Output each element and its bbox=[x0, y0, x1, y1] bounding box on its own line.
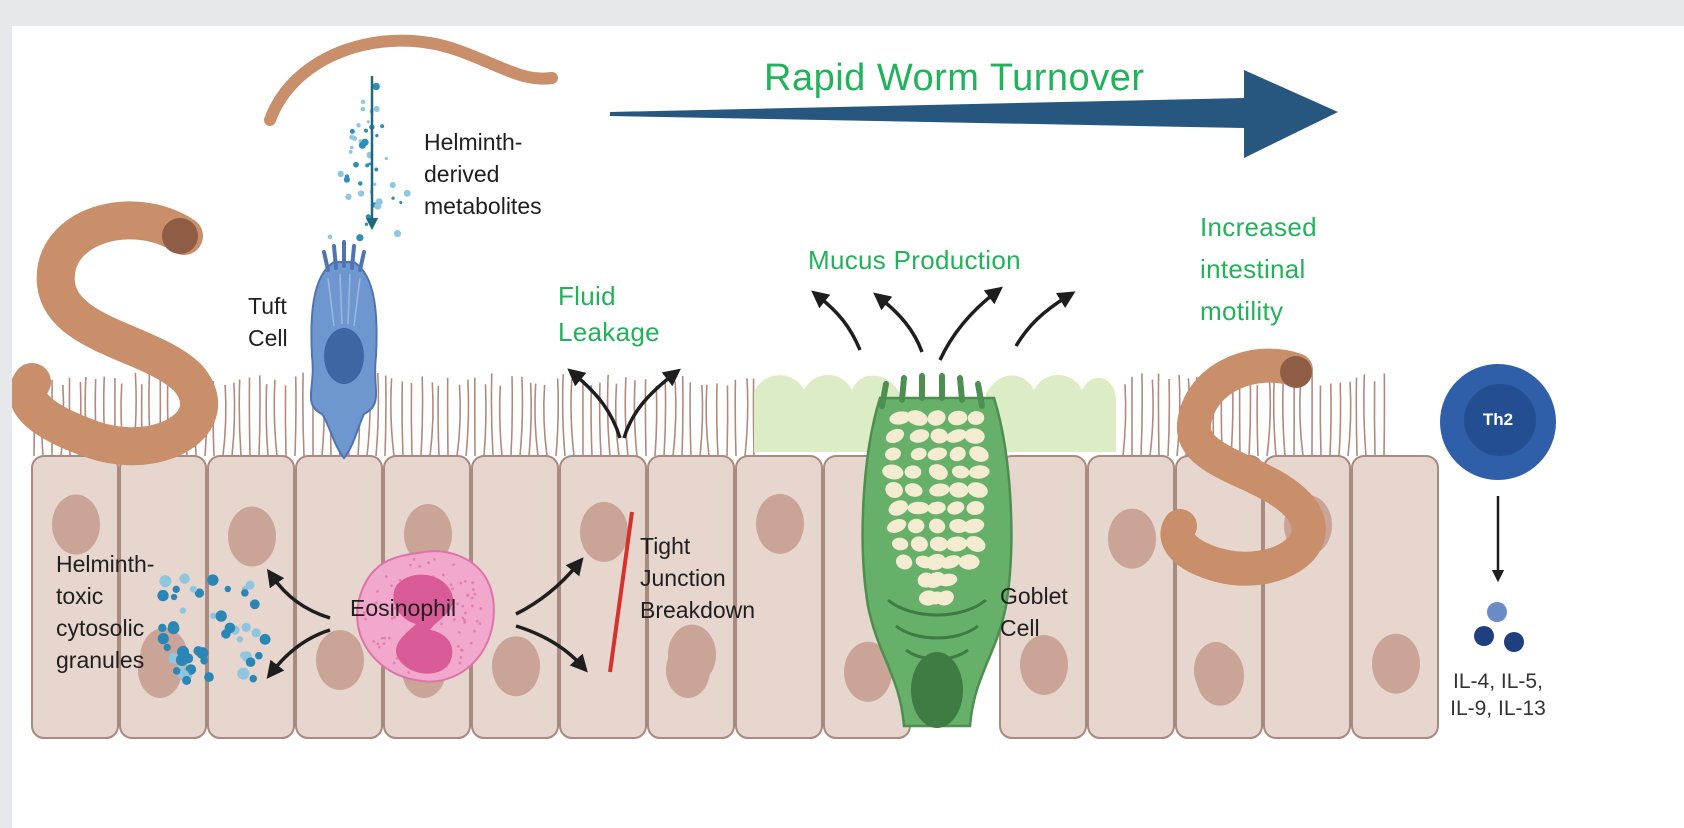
label-mucus-production: Mucus Production bbox=[808, 242, 1021, 278]
label-goblet-cell: Goblet Cell bbox=[1000, 580, 1068, 644]
label-th2: Th2 bbox=[1468, 410, 1528, 430]
label-tuft-cell: Tuft Cell bbox=[248, 290, 288, 354]
tuft-cell bbox=[311, 242, 377, 458]
label-eosinophil: Eosinophil bbox=[350, 592, 456, 624]
label-helminth-metabolites: Helminth- derived metabolites bbox=[424, 126, 542, 222]
diagram-canvas: Rapid Worm Turnover Helminth- derived me… bbox=[12, 26, 1684, 828]
title-rapid-worm-turnover: Rapid Worm Turnover bbox=[764, 56, 1144, 100]
top-worm bbox=[270, 41, 552, 120]
label-tight-junction-breakdown: Tight Junction Breakdown bbox=[640, 530, 755, 626]
label-increased-motility: Increased intestinal motility bbox=[1200, 206, 1317, 332]
label-cytokines: IL-4, IL-5, IL-9, IL-13 bbox=[1436, 668, 1560, 722]
left-worm bbox=[28, 220, 199, 446]
diagram-art bbox=[12, 26, 1684, 828]
label-cytosolic-granules: Helminth- toxic cytosolic granules bbox=[56, 548, 154, 676]
metabolite-dots bbox=[328, 83, 411, 241]
label-fluid-leakage: Fluid Leakage bbox=[558, 278, 660, 350]
